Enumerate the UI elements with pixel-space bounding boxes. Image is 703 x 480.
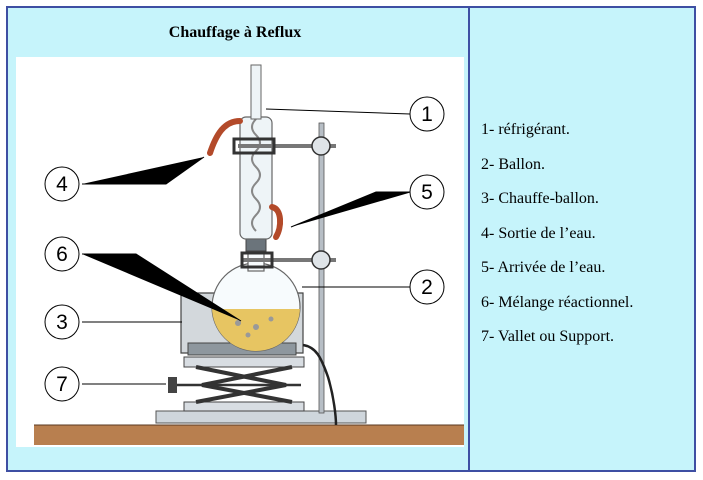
svg-text:7: 7	[56, 373, 68, 396]
legend-item: 1- réfrigérant.	[481, 121, 570, 138]
reflux-apparatus-diagram: 1 2 3 4 5 6 7	[16, 57, 464, 447]
callout-5: 5	[409, 174, 445, 210]
svg-text:1: 1	[421, 103, 433, 126]
svg-text:5: 5	[421, 181, 433, 204]
callout-1: 1	[409, 96, 445, 132]
water-inlet-tube	[269, 204, 284, 240]
diagram-title: Chauffage à Reflux	[168, 24, 302, 41]
svg-text:4: 4	[56, 173, 68, 196]
callout-6: 6	[44, 236, 80, 272]
clamp-lower	[240, 250, 336, 270]
callout-4: 4	[44, 166, 80, 202]
callout-leaders	[82, 108, 416, 385]
clamp-upper	[232, 136, 336, 156]
diagram-background	[16, 57, 464, 447]
legend-item: 5- Arrivée de l’eau.	[481, 259, 606, 276]
water-outlet-tube	[207, 118, 243, 156]
svg-text:6: 6	[56, 243, 68, 266]
callout-3: 3	[44, 304, 80, 340]
callout-2: 2	[409, 269, 445, 305]
bench-surface	[34, 425, 464, 445]
legend-item: 2- Ballon.	[481, 155, 545, 173]
callout-7: 7	[44, 366, 80, 402]
legend-item: 6- Mélange réactionnel.	[481, 293, 634, 311]
legend-item: 7- Vallet ou Support.	[481, 328, 615, 345]
diagram-panel	[8, 8, 470, 470]
legend-item: 4- Sortie de l’eau.	[481, 224, 596, 242]
svg-text:3: 3	[56, 311, 68, 334]
svg-text:2: 2	[421, 276, 433, 299]
legend-item: 3- Chauffe-ballon.	[481, 190, 599, 207]
legend-list: 1- réfrigérant. 2- Ballon. 3- Chauffe-ba…	[481, 120, 633, 362]
lab-jack	[168, 356, 305, 412]
